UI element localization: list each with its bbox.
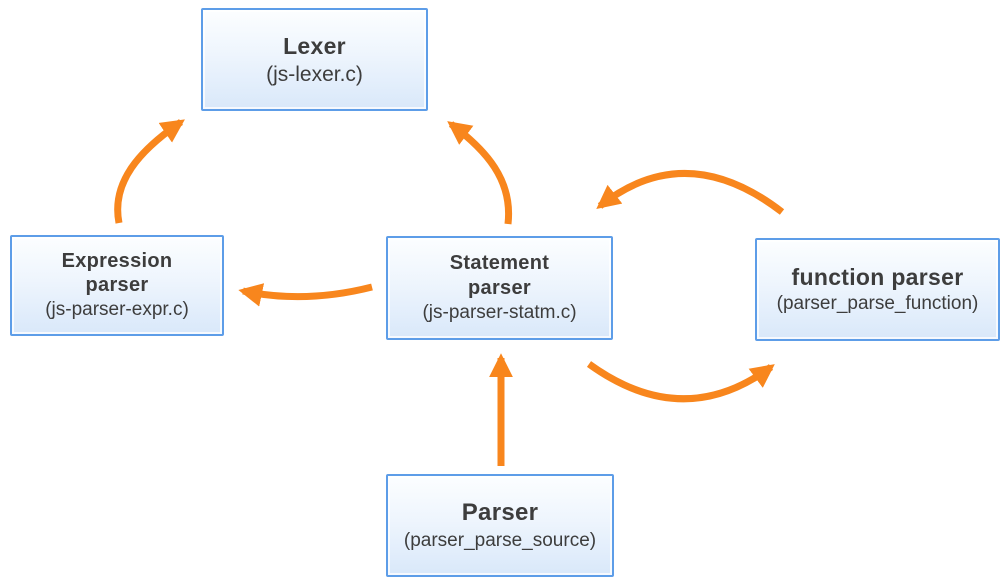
node-statement-parser: Statement parser (js-parser-statm.c) [386, 236, 613, 340]
node-lexer-subtitle: (js-lexer.c) [266, 62, 363, 86]
node-function-parser-title-line: function parser [791, 264, 964, 291]
node-expression-parser-title: Expression parser [62, 249, 173, 298]
arrow-expression-parser-to-lexer [114, 119, 185, 224]
arrow-statement-parser-to-function-parser [586, 361, 775, 403]
arrow-function-parser-to-statement-parser [596, 169, 785, 215]
node-function-parser-title: function parser [792, 263, 964, 291]
node-statement-parser-subtitle: (js-parser-statm.c) [422, 301, 577, 323]
node-expression-parser-subtitle: (js-parser-expr.c) [45, 299, 189, 321]
node-parser: Parser (parser_parse_source) [386, 474, 614, 577]
node-parser-title-line: Parser [461, 499, 539, 527]
arrow-statement-parser-to-expression-parser [238, 283, 373, 307]
node-function-parser-subtitle: (parser_parse_function) [776, 293, 979, 315]
arrow-statement-parser-to-lexer [447, 121, 513, 225]
node-expression-parser-title-line: parser [85, 274, 149, 297]
node-expression-parser: Expression parser (js-parser-expr.c) [10, 235, 224, 336]
node-lexer-title-line: Lexer [283, 32, 346, 59]
node-lexer: Lexer (js-lexer.c) [201, 8, 428, 111]
node-function-parser: function parser (parser_parse_function) [755, 238, 1000, 341]
node-statement-parser-title: Statement parser [450, 251, 549, 300]
node-statement-parser-title-line: parser [468, 276, 531, 299]
node-parser-title: Parser [462, 498, 539, 527]
node-lexer-title: Lexer [283, 32, 346, 60]
node-parser-subtitle: (parser_parse_source) [403, 529, 597, 551]
node-expression-parser-title-line: Expression [61, 249, 173, 272]
node-statement-parser-title-line: Statement [449, 252, 550, 275]
